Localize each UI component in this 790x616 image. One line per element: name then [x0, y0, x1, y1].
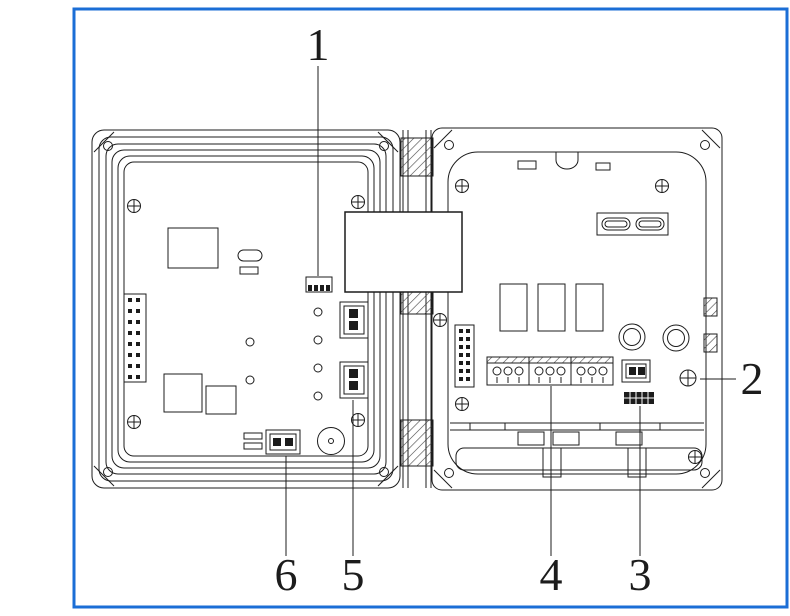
screw-icon: [127, 415, 141, 429]
enclosure-corner-hole: [444, 140, 454, 150]
screw-icon: [127, 199, 141, 213]
door-gasket-inner: [117, 155, 375, 463]
callout-4-label: 4: [540, 549, 563, 600]
callout-6-label: 6: [275, 549, 298, 600]
cable-gland: [662, 324, 690, 352]
callout-5: 5: [342, 400, 365, 600]
door-pcb-components: [123, 227, 369, 455]
callout-2-label: 2: [741, 353, 764, 404]
callout-1: 1: [307, 19, 330, 276]
hanger-hook: [555, 152, 579, 170]
callout-3-label: 3: [629, 549, 652, 600]
door-corner-hole: [379, 467, 389, 477]
display-module: [344, 211, 463, 293]
enclosure-corner-hole: [444, 468, 454, 478]
door-corner-hole: [379, 141, 389, 151]
connector-5-upper: [339, 301, 369, 339]
door-ic: [167, 227, 219, 269]
hinge: [400, 130, 434, 488]
screw-icon: [688, 450, 702, 464]
door-corner-hole: [103, 467, 113, 477]
dual-slot-connector: [596, 212, 669, 236]
cable-gland: [618, 323, 646, 351]
relay: [537, 283, 566, 332]
callout-4: 4: [540, 386, 563, 600]
connector-5: [339, 361, 369, 399]
screw-icon: [455, 179, 469, 193]
callout-1-label: 1: [307, 19, 330, 70]
relay: [499, 283, 528, 332]
door-corner-hole: [103, 141, 113, 151]
screw-icon: [655, 179, 669, 193]
main-enclosure: [431, 127, 723, 491]
door-pin-header: [123, 293, 147, 383]
callout-5-label: 5: [342, 549, 365, 600]
connector-6: [265, 429, 301, 455]
connector-1: [305, 276, 333, 293]
screw-icon: [351, 195, 365, 209]
terminal-block-4: [486, 356, 614, 386]
connector-3: [621, 359, 654, 404]
door-gasket-outer: [111, 149, 381, 469]
relay: [575, 283, 604, 332]
door-capacitor: [237, 249, 263, 262]
enclosure-corner-hole: [700, 468, 710, 478]
screw-icon: [455, 397, 469, 411]
panel-pin-header: [454, 324, 475, 388]
main-panel-components: [454, 212, 697, 404]
figure-border: [72, 7, 789, 609]
callout-3: 3: [629, 406, 652, 600]
screw-icon: [433, 313, 447, 327]
enclosure-corner-hole: [700, 140, 710, 150]
screw-2: [679, 369, 697, 387]
callout-6: 6: [275, 456, 298, 600]
callout-2: 2: [700, 353, 764, 404]
buzzer: [317, 427, 345, 455]
